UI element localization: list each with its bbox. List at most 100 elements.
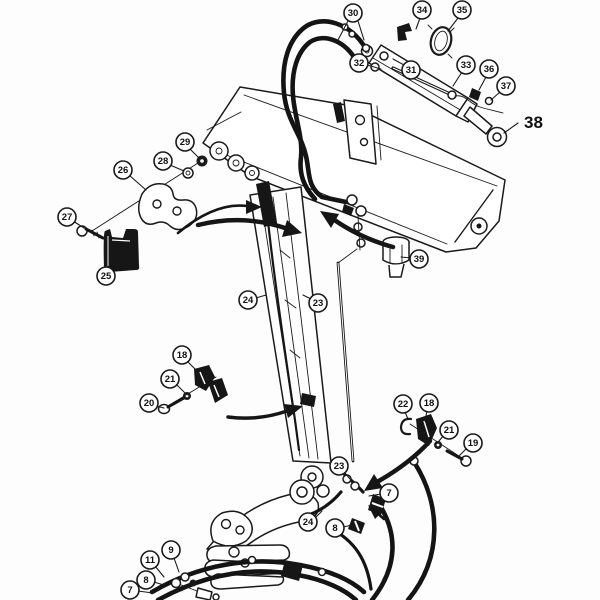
- callout-leader: [366, 64, 382, 70]
- callout-28: 28: [153, 151, 185, 172]
- callout-leader: [169, 164, 185, 172]
- callout-balloon: [57, 207, 77, 227]
- callout-number: 23: [313, 298, 324, 309]
- callout-leader: [452, 71, 463, 87]
- callout-leader: [189, 148, 200, 159]
- callout-26: 26: [113, 160, 147, 191]
- callout-balloon: [140, 550, 160, 570]
- callout-21: 21: [438, 420, 459, 442]
- callout-leader: [368, 493, 382, 497]
- callout-number: 25: [101, 271, 112, 282]
- callout-leader: [128, 174, 147, 191]
- callout-balloon: [120, 580, 140, 600]
- callout-number: 19: [468, 438, 479, 449]
- callout-29: 29: [175, 132, 200, 159]
- callout-balloon: [452, 0, 472, 20]
- callout-balloon: [496, 76, 516, 96]
- callout-leader: [503, 122, 519, 134]
- callout-36: 36: [478, 59, 499, 91]
- callout-11: 11: [140, 550, 165, 578]
- callout-30: 30: [337, 3, 365, 41]
- callout-39: 39: [400, 249, 429, 269]
- callout-balloon: [412, 0, 432, 20]
- plain-label-38: 38: [503, 113, 543, 134]
- callout-9: 9: [161, 540, 181, 573]
- callout-balloon: [439, 420, 459, 440]
- callout-number: 32: [354, 58, 365, 69]
- callout-number: 24: [243, 295, 254, 306]
- callout-number: 18: [424, 398, 435, 409]
- callout-balloon: [175, 132, 195, 152]
- callout-27: 27: [57, 207, 85, 229]
- callout-leader: [357, 20, 365, 41]
- callout-balloon: [343, 3, 363, 23]
- callout-leader: [478, 76, 487, 91]
- callout-31: 31: [392, 58, 421, 80]
- callout-leader: [255, 294, 267, 299]
- callout-leader: [137, 590, 154, 594]
- callout-35: 35: [447, 0, 472, 32]
- callout-number: 26: [118, 165, 129, 176]
- plain-label-number: 38: [524, 113, 543, 132]
- callout-number: 39: [414, 254, 425, 265]
- callout-number: 11: [145, 555, 156, 566]
- callout-number: 28: [158, 156, 169, 167]
- callout-leader: [447, 17, 459, 32]
- callout-number: 8: [332, 523, 337, 534]
- callout-24: 24: [298, 510, 323, 532]
- clamp-parts-mid: [157, 365, 228, 415]
- callout-balloon: [308, 293, 328, 313]
- callout-33: 33: [452, 55, 476, 87]
- callout-24: 24: [238, 290, 267, 310]
- callout-balloon: [409, 249, 429, 269]
- callout-37: 37: [490, 76, 516, 101]
- callout-balloon: [393, 394, 413, 414]
- callout-balloon: [113, 160, 133, 180]
- callout-number: 21: [444, 425, 455, 436]
- callout-balloon: [160, 369, 180, 389]
- callout-leader: [337, 20, 349, 41]
- callout-balloon: [298, 512, 318, 532]
- callout-leader: [107, 258, 114, 269]
- callout-number: 8: [143, 575, 148, 586]
- callout-leader: [186, 360, 197, 371]
- callout-8: 8: [136, 570, 168, 590]
- callout-8: 8: [325, 518, 353, 538]
- callout-7: 7: [368, 483, 399, 503]
- callout-number: 37: [501, 81, 512, 92]
- callout-balloon: [172, 345, 192, 365]
- hose-junction-fittings: [337, 194, 367, 264]
- callout-number: 20: [144, 398, 155, 409]
- callout-20: 20: [139, 393, 165, 413]
- callout-25: 25: [96, 258, 116, 286]
- callout-21: 21: [160, 369, 188, 396]
- callout-balloon: [479, 59, 499, 79]
- callout-balloon: [463, 433, 483, 453]
- dipper-arm: [249, 181, 332, 498]
- callout-number: 30: [348, 8, 359, 19]
- callout-number: 21: [165, 374, 176, 385]
- callout-leader: [154, 565, 165, 578]
- callout-number: 24: [303, 517, 314, 528]
- callout-34: 34: [412, 0, 432, 30]
- callout-balloon: [139, 393, 159, 413]
- callout-balloon: [456, 55, 476, 75]
- arm-tube-and-hose: [265, 210, 355, 463]
- callout-leader: [175, 383, 188, 396]
- callout-balloon: [161, 540, 181, 560]
- bucket-cylinder: [360, 23, 508, 148]
- callout-22: 22: [393, 394, 413, 420]
- callout-number: 18: [177, 350, 188, 361]
- callout-23: 23: [302, 293, 328, 313]
- callout-number: 36: [484, 64, 495, 75]
- callout-number: 7: [386, 488, 391, 499]
- callout-number: 27: [62, 212, 73, 223]
- callout-balloon: [329, 456, 349, 476]
- callout-leader: [392, 58, 405, 66]
- callout-balloon: [379, 483, 399, 503]
- instruction-arrows: [176, 200, 433, 521]
- callout-number: 22: [398, 399, 409, 410]
- callout-balloon: [238, 290, 258, 310]
